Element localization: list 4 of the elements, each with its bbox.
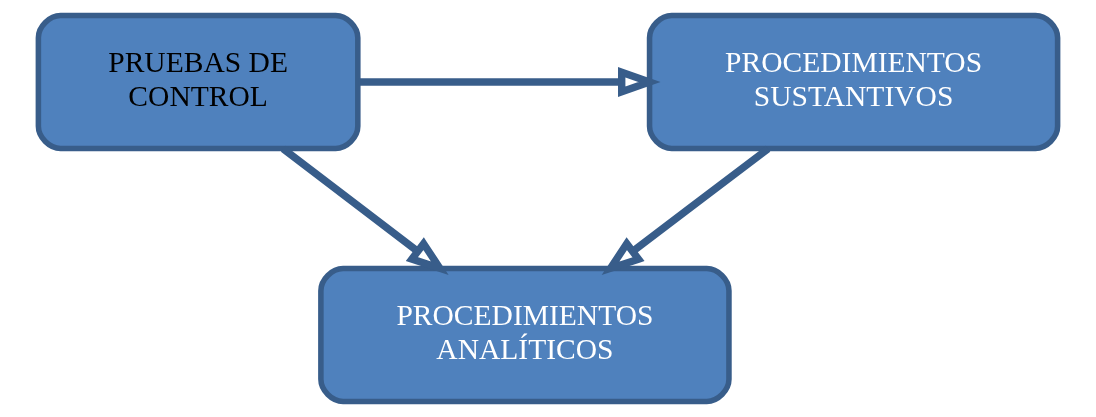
node-box: PRUEBAS DE CONTROL	[35, 12, 361, 152]
node-box: PROCEDIMIENTOS ANALÍTICOS	[318, 265, 732, 405]
arrow	[358, 67, 661, 97]
node-box: PROCEDIMIENTOS SUSTANTIVOS	[646, 12, 1061, 152]
